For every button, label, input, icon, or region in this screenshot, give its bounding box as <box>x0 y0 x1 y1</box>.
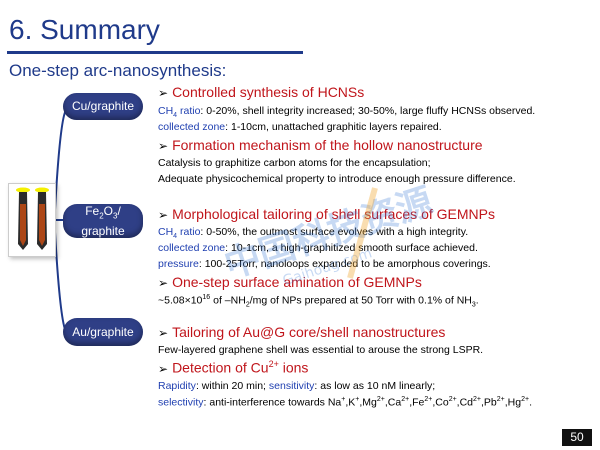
graphite-electrodes-icon <box>9 184 55 256</box>
cu-detection-rapidity-line: Rapidity: within 20 min; sensitivity: as… <box>158 380 436 392</box>
morphology-pressure-line: pressure: 100-25Torr, nanoloops expanded… <box>158 258 491 270</box>
au-core-shell-line: Few-layered graphene shell was essential… <box>158 344 484 356</box>
arrow-bullet-icon: ➢ <box>158 86 169 100</box>
arrow-bullet-icon: ➢ <box>158 139 169 153</box>
mechanism-line-2: Adequate physicochemical property to int… <box>158 173 516 185</box>
page-title: 6. Summary <box>9 14 160 45</box>
section-heading-hcnss: ➢Controlled synthesis of HCNSs <box>158 84 365 100</box>
category-fe2o3-line1: Fe2O3/ <box>85 204 121 221</box>
hcnss-zone-line: collected zone: 1-10cm, unattached graph… <box>158 121 442 133</box>
arrow-bullet-icon: ➢ <box>158 276 169 290</box>
title-underline <box>7 51 303 54</box>
electrode-image <box>8 183 56 257</box>
morphology-zone-line: collected zone: 10-1cm, a high-graphitiz… <box>158 242 478 254</box>
section-heading-morphology: ➢Morphological tailoring of shell surfac… <box>158 206 495 222</box>
amination-line: ~5.08×1016 of –NH2/mg of NPs prepared at… <box>158 294 479 309</box>
section-heading-cu-detection: ➢Detection of Cu2+ ions <box>158 359 309 376</box>
section-heading-amination: ➢One-step surface amination of GEMNPs <box>158 274 422 290</box>
arrow-bullet-icon: ➢ <box>158 326 169 340</box>
category-fe2o3-line2: graphite <box>81 223 125 238</box>
cu-detection-selectivity-line: selectivity: anti-interference towards N… <box>158 396 532 409</box>
section-heading-au-core-shell: ➢Tailoring of Au@G core/shell nanostruct… <box>158 324 446 340</box>
mechanism-line-1: Catalysis to graphitize carbon atoms for… <box>158 157 431 169</box>
category-fe2o3-graphite: Fe2O3/ graphite <box>63 204 143 238</box>
category-cu-graphite: Cu/graphite <box>63 93 143 120</box>
category-au-graphite: Au/graphite <box>63 318 143 346</box>
arrow-bullet-icon: ➢ <box>158 208 169 222</box>
page-number: 50 <box>562 429 592 446</box>
hcnss-ch4-ratio-line: CH4 ratio: 0-20%, shell integrity increa… <box>158 105 536 120</box>
page-subtitle: One-step arc-nanosynthesis: <box>9 61 227 80</box>
section-heading-mechanism: ➢Formation mechanism of the hollow nanos… <box>158 137 483 153</box>
arrow-bullet-icon: ➢ <box>158 361 169 376</box>
morphology-ch4-line: CH4 ratio: 0-50%, the outmost surface ev… <box>158 226 469 241</box>
